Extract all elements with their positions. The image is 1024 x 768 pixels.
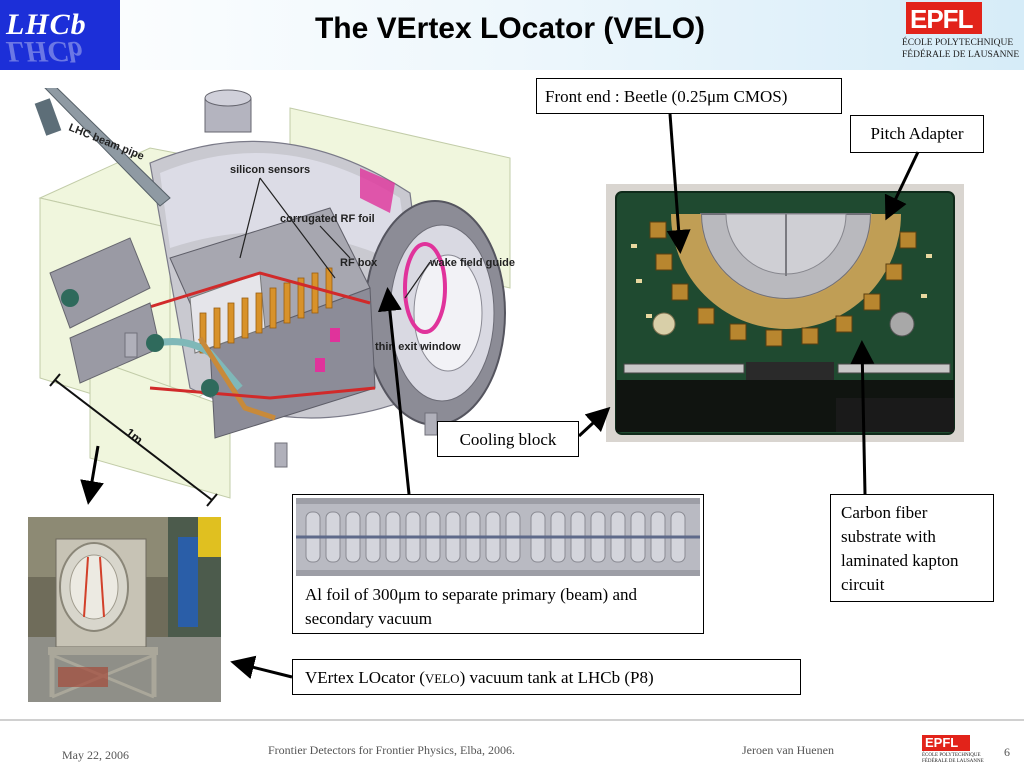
callout-vacuum-tank: VErtex LOcator (VELO) vacuum tank at LHC…: [292, 659, 801, 695]
footer-author: Jeroen van Huenen: [742, 743, 834, 757]
arrow-tank-photo: [230, 655, 293, 680]
arrow-pitch-adapter: [884, 151, 920, 221]
hybrid-pcb-photo: [606, 184, 964, 442]
footer-date: May 22, 2006: [62, 748, 129, 762]
al-foil-caption: Al foil of 300μm to separate primary (be…: [305, 585, 638, 628]
label-exit-window: thin exit window: [375, 341, 461, 353]
lhcb-logo: LHCb LHCb: [0, 0, 120, 70]
slide-title: The VErtex LOcator (VELO): [314, 12, 706, 45]
tank-caption-velo: VELO: [424, 671, 460, 686]
velo-tank-photo: [28, 517, 221, 702]
epfl-logo-line2: FÉDÉRALE DE LAUSANNE: [902, 50, 1020, 60]
callout-carbon-fiber: Carbon fiber substrate with laminated ka…: [830, 494, 994, 602]
arrow-carbon-fiber: [850, 340, 875, 495]
epfl-logo-line1: ÉCOLE POLYTECHNIQUE: [902, 38, 1014, 48]
footer-rule: [0, 719, 1024, 721]
header-band: [0, 0, 1024, 70]
callout-front-end: Front end : Beetle (0.25μm CMOS): [536, 78, 842, 114]
al-foil-photo: [296, 498, 700, 576]
tank-caption-prefix: VErtex LOcator (: [305, 668, 425, 687]
lhcb-logo-text: LHCb: [6, 8, 87, 41]
footer-epfl-line2: FÉDÉRALE DE LAUSANNE: [922, 759, 984, 764]
label-rf-box: RF box: [340, 257, 378, 269]
arrow-diagram-to-tank: [80, 445, 104, 505]
arrow-cooling-block: [577, 406, 611, 438]
tank-caption-suffix: ) vacuum tank at LHCb (P8): [459, 668, 654, 687]
arrow-front-end: [666, 113, 691, 254]
callout-cooling-block: Cooling block: [437, 421, 579, 457]
label-silicon-sensors: silicon sensors: [230, 164, 310, 176]
al-foil-panel: Al foil of 300μm to separate primary (be…: [292, 494, 704, 634]
footer-page-number: 6: [1004, 745, 1010, 759]
epfl-logo: EPFL ÉCOLE POLYTECHNIQUE FÉDÉRALE DE LAU…: [902, 2, 1024, 66]
label-wake-guide: wake field guide: [429, 257, 515, 269]
label-rf-foil: corrugated RF foil: [280, 213, 375, 225]
epfl-logo-mark: EPFL: [906, 2, 982, 34]
velo-cutaway-diagram: LHC beam pipe silicon sensors corrugated…: [34, 88, 515, 507]
arrow-al-foil: [377, 287, 411, 495]
footer-epfl-line1: ÉCOLE POLYTECHNIQUE: [922, 753, 981, 758]
footer-conference: Frontier Detectors for Frontier Physics,…: [268, 743, 515, 757]
footer-epfl-mark: EPFL: [922, 735, 970, 751]
footer-epfl-logo: EPFL ÉCOLE POLYTECHNIQUE FÉDÉRALE DE LAU…: [922, 735, 984, 765]
